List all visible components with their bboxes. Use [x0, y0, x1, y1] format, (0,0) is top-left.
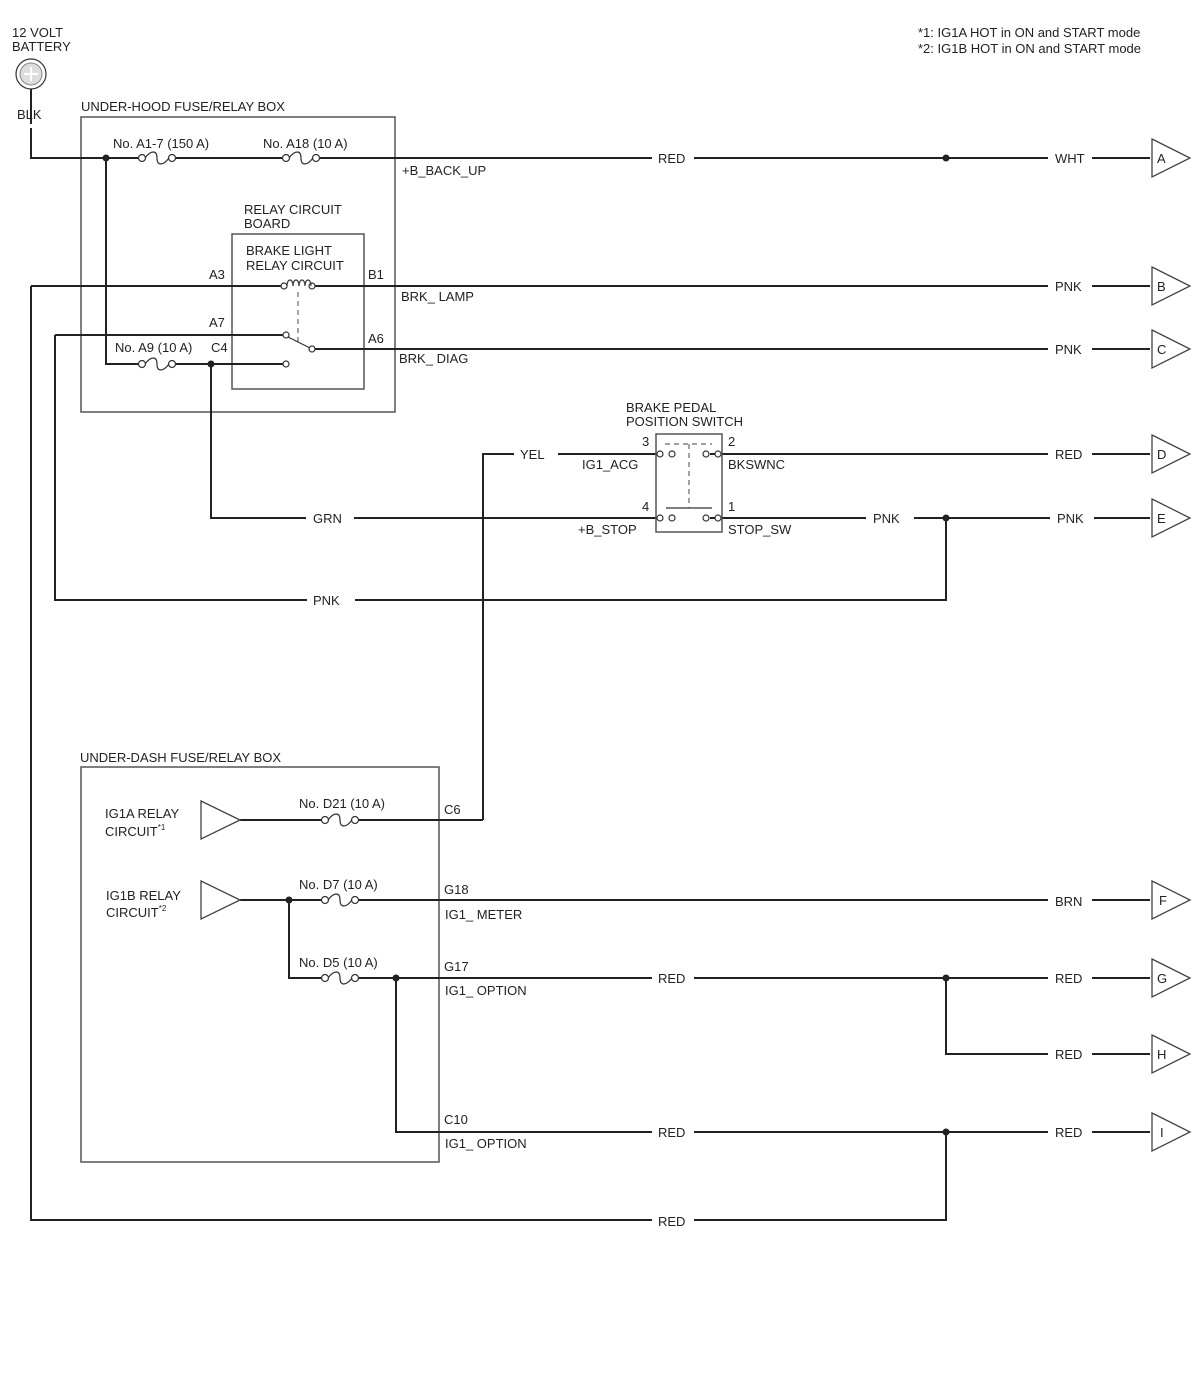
switch-pin-1: 1 [728, 499, 735, 514]
switch-contacts-icon [656, 443, 722, 522]
wires [30, 89, 1150, 1221]
wire-color-yel: YEL [520, 447, 545, 462]
fuse-d5-label: No. D5 (10 A) [299, 955, 378, 970]
pin-c10: C10 [444, 1112, 468, 1127]
wire-color-a-wht: WHT [1055, 151, 1085, 166]
wire-color-d-red: RED [1055, 447, 1082, 462]
output-e: E [1157, 511, 1166, 526]
output-a: A [1157, 151, 1166, 166]
switch-pin-3: 3 [642, 434, 649, 449]
ig1b-label-line1: IG1B RELAY [106, 888, 181, 903]
circuit-ig1-option-c10: IG1_ OPTION [445, 1136, 527, 1151]
wire-color-c-pnk: PNK [1055, 342, 1082, 357]
fuse-icon [320, 893, 360, 907]
ig1a-label-line1: IG1A RELAY [105, 806, 180, 821]
fuse-a18-label: No. A18 (10 A) [263, 136, 348, 151]
fuse-d21-label: No. D21 (10 A) [299, 796, 385, 811]
circuit-backup: +B_BACK_UP [402, 163, 486, 178]
battery-icon [15, 58, 47, 90]
output-c: C [1157, 342, 1166, 357]
circuit-brk-diag: BRK_ DIAG [399, 351, 468, 366]
wire-color-g17-red: RED [658, 971, 685, 986]
under-dash-box [80, 766, 440, 1163]
relay-circuit-board-box [231, 233, 365, 390]
circuit-stop-sw: STOP_SW [728, 522, 792, 537]
wire-color-labels: RED WHT PNK PNK YEL RED GRN PNK PNK PNK … [306, 150, 1094, 1229]
under-hood-title: UNDER-HOOD FUSE/RELAY BOX [81, 99, 285, 114]
circuit-brk-lamp: BRK_ LAMP [401, 289, 474, 304]
brake-pedal-switch-box [655, 433, 723, 533]
circuit-bkswnc: BKSWNC [728, 457, 785, 472]
circuit-b-stop: +B_STOP [578, 522, 637, 537]
ig1b-label-line2: CIRCUIT*2 [106, 904, 167, 920]
ig1a-relay-icon [200, 799, 242, 841]
fuse-icon [137, 151, 177, 165]
pin-c6: C6 [444, 802, 461, 817]
pin-g17: G17 [444, 959, 469, 974]
ig1b-relay-icon [200, 879, 242, 921]
circuit-ig1-option-g17: IG1_ OPTION [445, 983, 527, 998]
relay-board-label-line1: RELAY CIRCUIT [244, 202, 342, 217]
wire-color-return-pnk: PNK [313, 593, 340, 608]
ig1a-label-line2: CIRCUIT*1 [105, 823, 166, 839]
pin-a3: A3 [209, 267, 225, 282]
fuse-icon [281, 151, 321, 165]
wire-color-i-red: RED [1055, 1125, 1082, 1140]
wire-color-h-red: RED [1055, 1047, 1082, 1062]
pin-g18: G18 [444, 882, 469, 897]
wire-color-stop-pnk: PNK [873, 511, 900, 526]
note-1: *1: IG1A HOT in ON and START mode [918, 25, 1140, 40]
fuse-d7-label: No. D7 (10 A) [299, 877, 378, 892]
under-dash-title: UNDER-DASH FUSE/RELAY BOX [80, 750, 281, 765]
wire-color-e-pnk: PNK [1057, 511, 1084, 526]
output-g: G [1157, 971, 1167, 986]
pin-b1: B1 [368, 267, 384, 282]
pin-c4: C4 [211, 340, 228, 355]
wire-color-f-brn: BRN [1055, 894, 1082, 909]
battery-label-line1: 12 VOLT [12, 25, 63, 40]
switch-label-line2: POSITION SWITCH [626, 414, 743, 429]
output-i: I [1160, 1125, 1164, 1140]
output-f: F [1159, 893, 1167, 908]
battery-wire-color: BLK [17, 107, 42, 122]
switch-pin-2: 2 [728, 434, 735, 449]
note-2: *2: IG1B HOT in ON and START mode [918, 41, 1141, 56]
battery-label-line2: BATTERY [12, 39, 71, 54]
wire-color-backup-red: RED [658, 151, 685, 166]
junction-dots [102, 154, 950, 1136]
fuse-icon [320, 971, 360, 985]
output-connectors [1151, 137, 1192, 1153]
relay-label-line1: BRAKE LIGHT [246, 243, 332, 258]
pin-a6: A6 [368, 331, 384, 346]
relay-label-line2: RELAY CIRCUIT [246, 258, 344, 273]
fuse-icon [320, 813, 360, 827]
pin-a7: A7 [209, 315, 225, 330]
fuse-icon [137, 357, 177, 371]
output-b: B [1157, 279, 1166, 294]
relay-coil-icon [280, 279, 316, 290]
output-h: H [1157, 1047, 1166, 1062]
output-d: D [1157, 447, 1166, 462]
wire-color-grn: GRN [313, 511, 342, 526]
switch-label-line1: BRAKE PEDAL [626, 400, 716, 415]
relay-board-label-line2: BOARD [244, 216, 290, 231]
fuse-a17-label: No. A1-7 (150 A) [113, 136, 209, 151]
relay-switch-icon [282, 331, 316, 368]
wire-color-bottom-red: RED [658, 1214, 685, 1229]
wire-color-g-red: RED [1055, 971, 1082, 986]
circuit-ig1-meter: IG1_ METER [445, 907, 522, 922]
wire-color-b-pnk: PNK [1055, 279, 1082, 294]
fuse-a9-label: No. A9 (10 A) [115, 340, 192, 355]
under-hood-box [80, 116, 396, 413]
switch-pin-4: 4 [642, 499, 649, 514]
wire-color-c10-red: RED [658, 1125, 685, 1140]
circuit-ig1-acg: IG1_ACG [582, 457, 638, 472]
